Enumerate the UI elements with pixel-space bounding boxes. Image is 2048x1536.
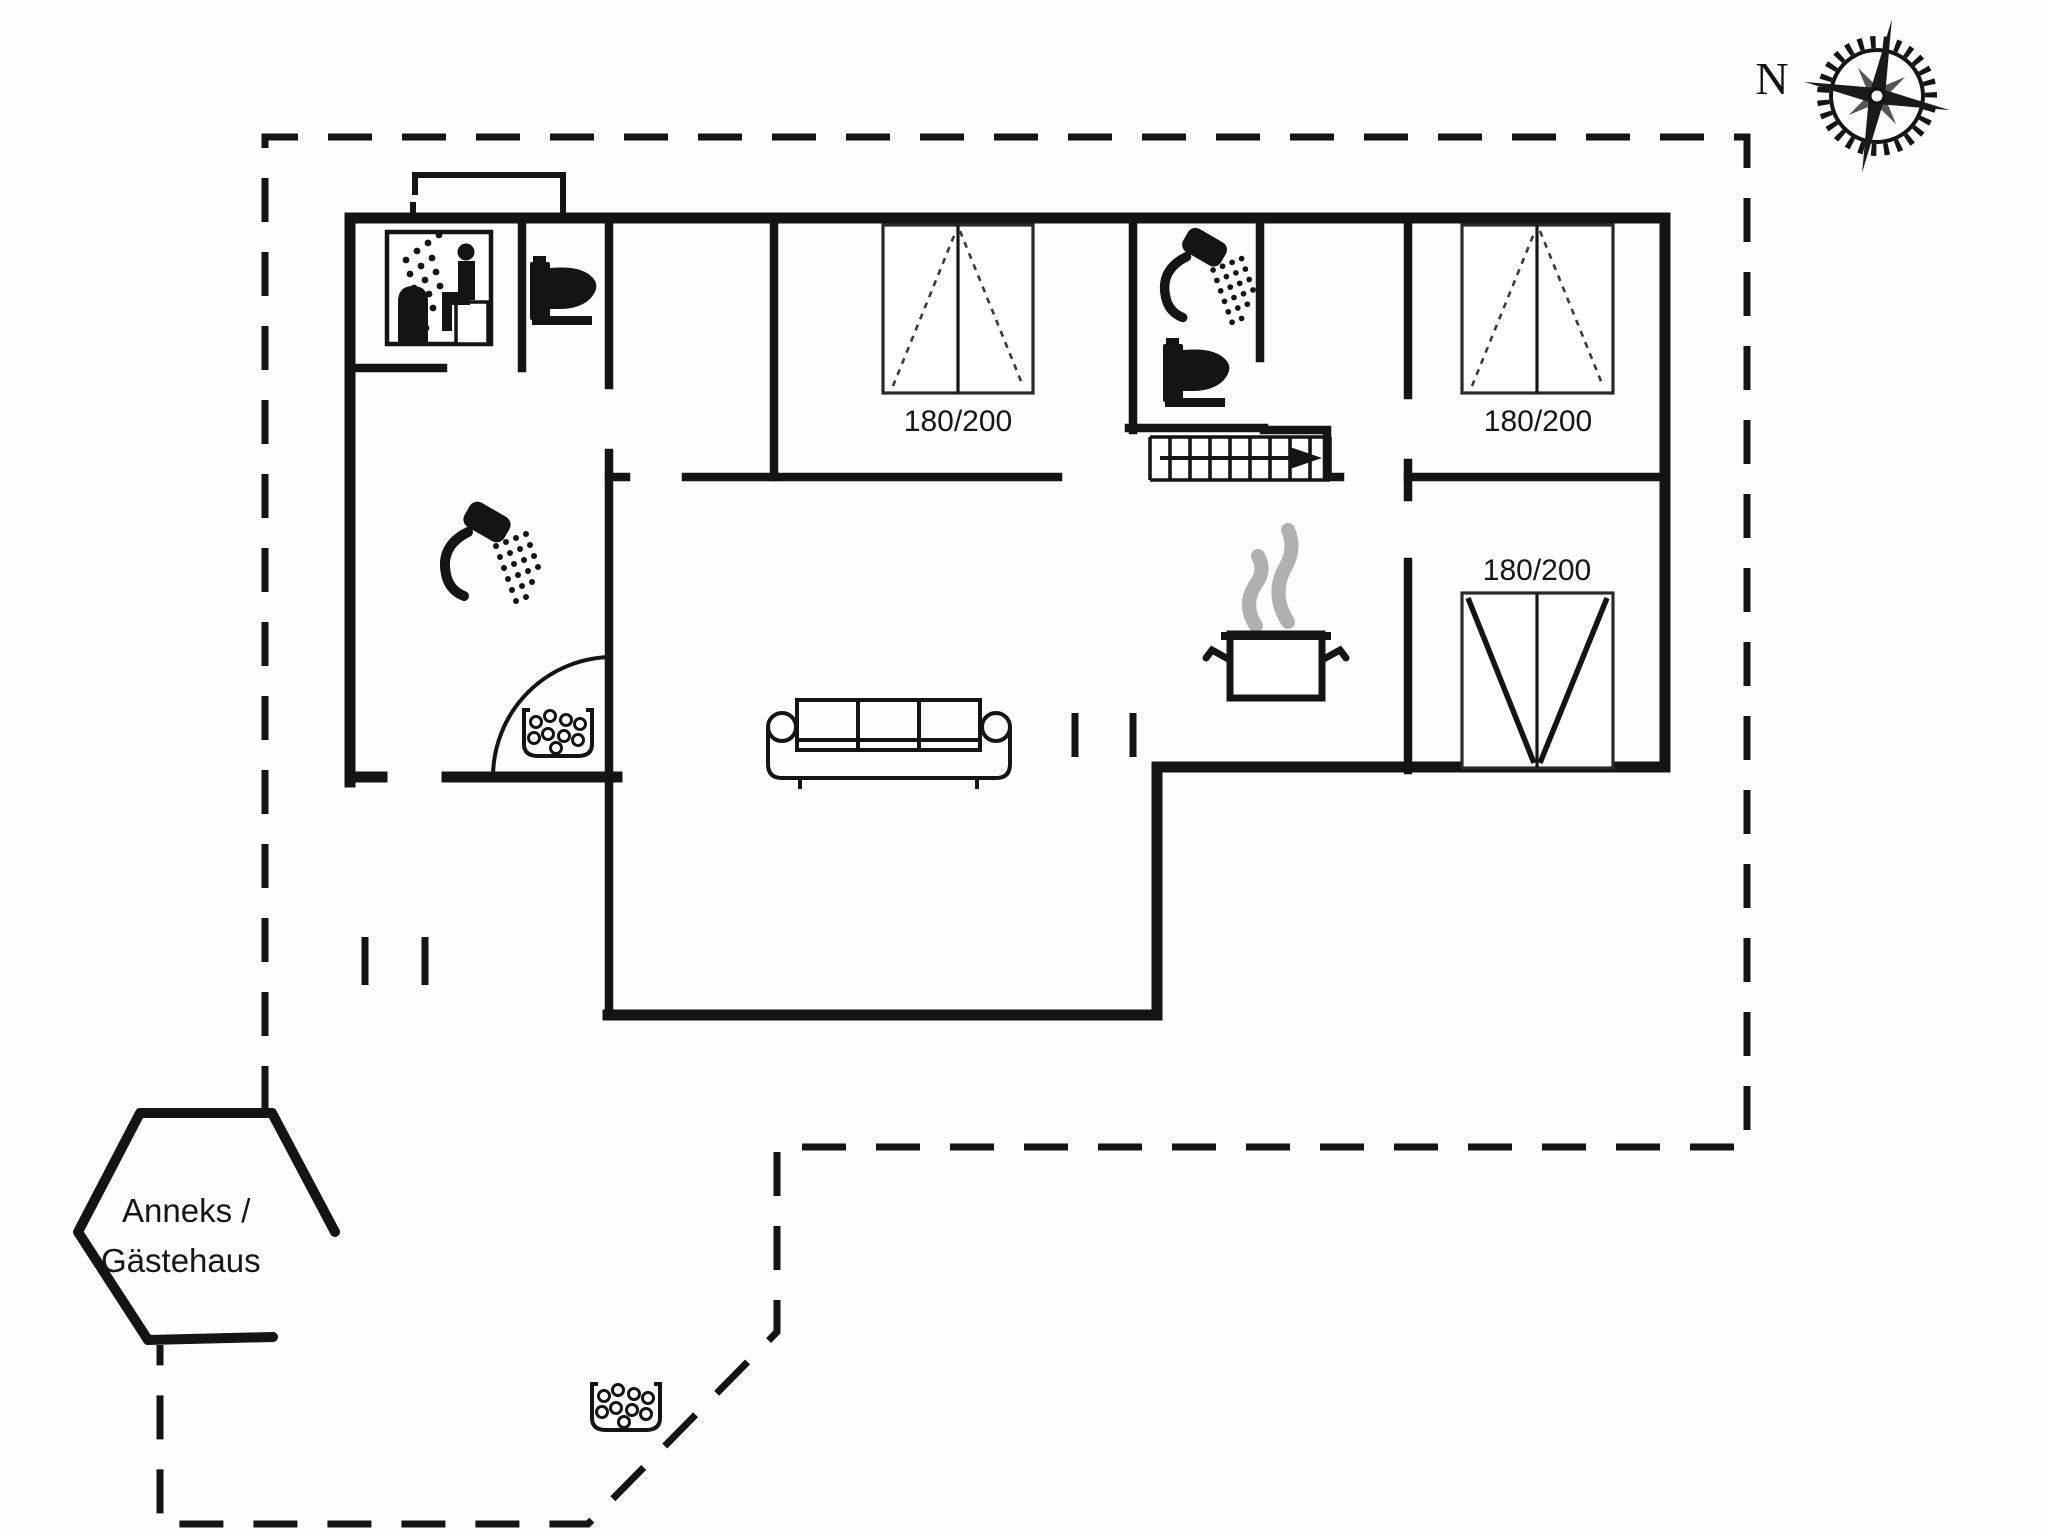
bed-duvet-line [1538, 230, 1605, 387]
entrance-canopy [410, 172, 566, 221]
bed-size-label: 180/200 [1484, 405, 1592, 438]
grill-icon [590, 1382, 662, 1432]
sauna-bench [454, 300, 490, 346]
bed-duvet-line [1465, 596, 1537, 765]
shower-head [463, 501, 511, 543]
bed-duvet-line [1470, 230, 1537, 387]
sauna-person [442, 243, 475, 331]
grill-icon [522, 708, 594, 758]
toilet-icon [1163, 338, 1230, 407]
sofa-arm-left [766, 711, 798, 743]
stairs-icon [1148, 435, 1332, 482]
shower-icon [440, 501, 541, 604]
stairs-arrow-head [1290, 447, 1322, 469]
bedroom3-bed: 180/200 [1460, 554, 1615, 770]
annex-hexagon: Anneks / Gästehaus [73, 1108, 340, 1345]
bedroom2-bed: 180/200 [1460, 223, 1615, 438]
compass: N [1755, 19, 1950, 173]
sofa-seat-front [766, 727, 1012, 780]
interior-walls [345, 213, 1670, 1020]
sofa-back-dividers [797, 700, 980, 750]
bed-duvet-line [891, 230, 958, 387]
shower-spray-dots [493, 531, 541, 604]
bed-size-label: 180/200 [1483, 554, 1591, 587]
compass-rose-icon [1804, 19, 1950, 173]
shower-spray-dots [1210, 255, 1256, 326]
bed-duvet-line [1537, 596, 1610, 765]
door-swing-arc [491, 655, 614, 778]
canopy-wall [412, 172, 566, 221]
compass-north-label: N [1755, 53, 1788, 104]
sofa-feet [798, 778, 979, 789]
shower-arm [1159, 251, 1192, 323]
stairs-outline [1148, 435, 1332, 482]
sofa-icon [766, 698, 1012, 789]
annex-hexagon-outline [73, 1108, 340, 1345]
shower-icon [1159, 227, 1256, 326]
pot-handle-left [1202, 645, 1234, 664]
pot-body [1226, 630, 1326, 702]
annex-label-line2: Gästehaus [101, 1242, 261, 1279]
steam-wisp [1271, 523, 1299, 629]
outer-wall-main [344, 212, 1671, 1021]
sofa-arm-right [980, 711, 1012, 743]
bed-size-label: 180/200 [904, 405, 1012, 438]
annex-label-line1: Anneks / [122, 1192, 251, 1229]
shower-arm [440, 527, 473, 601]
toilet-icon [530, 256, 597, 325]
house-outer-walls [344, 212, 1671, 1021]
bedroom1-bed: 180/200 [881, 223, 1035, 438]
sauna-steam-dots [402, 231, 444, 332]
wall-stair-right [1259, 425, 1345, 482]
terrace-door-ticks-right [1071, 713, 1137, 757]
steam-wisp [1242, 549, 1269, 633]
bed-duvet-line [958, 230, 1025, 387]
pot-handle-right [1318, 645, 1350, 664]
terrace-door-ticks-left [361, 937, 429, 985]
shower-head [1182, 227, 1227, 267]
cooking-pot-icon [1202, 523, 1350, 702]
sofa-back [795, 698, 982, 752]
sauna-icon [384, 229, 494, 347]
